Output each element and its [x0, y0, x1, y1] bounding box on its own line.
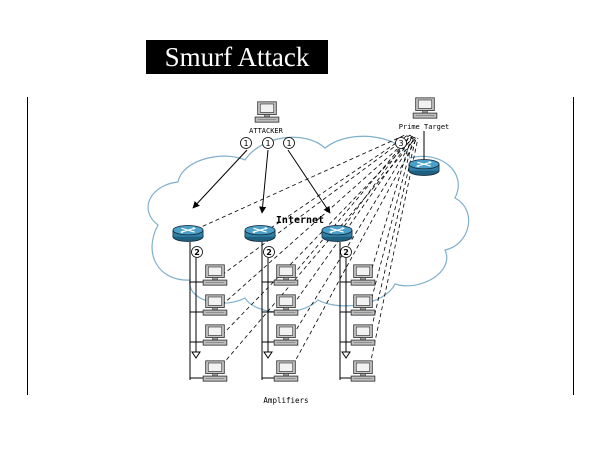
- amplifier-computer-icon: [350, 360, 376, 382]
- prime-target-label: Prime Target: [399, 123, 450, 131]
- attacker-step-markers: 1 1 1: [240, 137, 295, 149]
- target-router-icon: [408, 158, 440, 177]
- step-marker: 1: [243, 139, 248, 148]
- internet-cloud: [147, 135, 470, 313]
- step-marker: 2: [266, 248, 272, 257]
- step-marker: 2: [343, 248, 349, 257]
- amplifier-computer-icon: [273, 264, 299, 286]
- amplifier-computer-icon: [273, 324, 299, 346]
- right-border-line: [573, 97, 574, 395]
- amplifier-router-3-icon: [321, 224, 353, 243]
- reply-flood-lines: [189, 134, 419, 366]
- amplifier-router-1-icon: [172, 224, 204, 243]
- target-step-marker-circle: [395, 137, 407, 149]
- attack-arrows: [192, 149, 331, 214]
- slide-title: Smurf Attack: [164, 42, 310, 72]
- attacker-label: ATTACKER: [249, 127, 284, 135]
- internet-label: Internet: [276, 215, 324, 226]
- amplifier-group-1: [202, 264, 228, 382]
- prime-target-computer-icon: [412, 97, 438, 119]
- amplifier-networks: [189, 242, 353, 380]
- router-step-markers: 2 2 2: [191, 246, 352, 258]
- amplifier-computer-icon: [350, 264, 376, 286]
- amplifier-computer-icon: [202, 264, 228, 286]
- step-marker: 2: [194, 248, 200, 257]
- amplifier-group-3: [350, 264, 376, 382]
- step-marker: 1: [286, 139, 291, 148]
- target-step-marker: 3: [398, 139, 403, 148]
- amplifier-computer-icon: [202, 360, 228, 382]
- amplifier-computer-icon: [273, 294, 299, 316]
- title-banner: Smurf Attack: [146, 40, 328, 74]
- attacker-computer-icon: [254, 101, 280, 123]
- amplifiers-label: Amplifiers: [263, 396, 308, 405]
- amplifier-group-2: [273, 264, 299, 382]
- amplifier-computer-icon: [273, 360, 299, 382]
- amplifier-computer-icon: [202, 324, 228, 346]
- amplifier-computer-icon: [350, 324, 376, 346]
- amplifier-router-2-icon: [244, 224, 276, 243]
- amplifier-computer-icon: [202, 294, 228, 316]
- step-marker: 1: [265, 139, 270, 148]
- left-border-line: [27, 97, 28, 395]
- amplifier-computer-icon: [350, 294, 376, 316]
